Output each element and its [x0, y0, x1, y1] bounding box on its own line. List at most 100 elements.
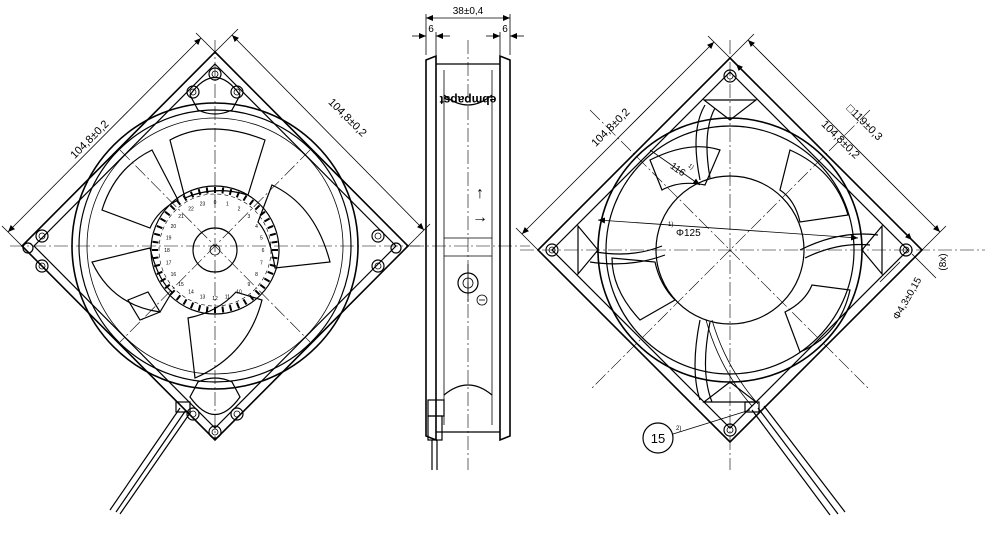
scale-number: 4	[255, 224, 258, 230]
label-tab	[127, 291, 161, 321]
scale-number: 11	[225, 294, 230, 300]
side-view: 38±0,4 6 6 ebmpapst ↑ →	[410, 6, 530, 470]
scale-number: 10	[236, 290, 242, 296]
scale-tick	[153, 263, 161, 268]
scale-tick	[182, 194, 188, 202]
scale-number: 7	[260, 260, 263, 266]
scale-tick	[152, 256, 159, 260]
scale-number: 14	[188, 290, 194, 296]
scale-number: 13	[200, 294, 206, 300]
cable-right	[705, 319, 846, 516]
scale-tick	[271, 240, 278, 244]
scale-number: 20	[171, 224, 177, 230]
svg-text:1): 1)	[668, 222, 673, 228]
scale-tick	[169, 289, 176, 296]
scale-number: 12	[212, 296, 218, 302]
svg-text:116: 116	[668, 161, 688, 179]
rear-blades	[611, 146, 851, 353]
svg-text:(8x): (8x)	[938, 253, 949, 270]
scale-number: 5	[260, 236, 263, 242]
mount-boss-bottom	[186, 377, 244, 439]
svg-text:15: 15	[651, 431, 665, 446]
airflow-arrow-right: →	[472, 209, 488, 226]
scale-tick	[189, 302, 195, 309]
scale-tick	[205, 306, 209, 313]
scale-tick	[159, 217, 167, 223]
scale-tick	[197, 188, 202, 196]
svg-text:2): 2)	[676, 426, 681, 432]
scale-tick	[269, 232, 277, 237]
scale-tick	[221, 187, 225, 194]
scale-tick	[197, 304, 202, 312]
scale-number: 15	[178, 282, 184, 288]
svg-text:104,8±0,2: 104,8±0,2	[589, 106, 632, 149]
svg-text:Φ4,3±0,15: Φ4,3±0,15	[891, 275, 924, 321]
scale-number: 1	[226, 202, 229, 208]
scale-number: 17	[166, 260, 172, 266]
scale-tick	[248, 294, 255, 301]
airflow-arrow-up: ↑	[476, 185, 484, 202]
scale-tick	[152, 240, 159, 244]
scale-tick	[228, 304, 233, 312]
scale-tick	[205, 187, 209, 194]
scale-tick	[175, 294, 182, 301]
scale-number: 3	[248, 214, 251, 220]
svg-text:1): 1)	[687, 163, 695, 171]
svg-text:□119±0,3: □119±0,3	[844, 103, 885, 144]
svg-text:104,8±0,2: 104,8±0,2	[819, 118, 862, 161]
scale-tick	[156, 270, 163, 276]
scale-tick	[156, 224, 163, 230]
scale-tick	[254, 289, 261, 296]
scale-tick	[159, 277, 167, 283]
scale-tick	[254, 204, 261, 211]
scale-tick	[164, 283, 171, 290]
scale-number: 18	[164, 248, 170, 254]
dim-dia125: 1) Φ125	[597, 217, 859, 241]
scale-tick	[153, 232, 161, 237]
scale-tick	[263, 217, 271, 223]
dim-hole: Φ4,3±0,15 (8x)	[879, 253, 949, 322]
scale-tick	[228, 188, 233, 196]
scale-tick	[263, 277, 271, 283]
dim-right-rear: 104,8±0,2	[735, 63, 913, 241]
mount-boss-right	[371, 229, 402, 273]
brand-label: ebmpapst	[440, 93, 497, 107]
scale-number: 9	[248, 282, 251, 288]
scale-number: 6	[262, 248, 265, 254]
scale-tick	[271, 256, 278, 260]
svg-text:Φ125: Φ125	[676, 228, 701, 239]
scale-tick	[169, 204, 176, 211]
scale-number: 21	[178, 214, 184, 220]
fan-ring	[71, 102, 359, 390]
scale-number: 19	[166, 236, 172, 242]
dim-width: 38±0,4	[453, 6, 484, 17]
scale-tick	[189, 191, 195, 198]
scale-tick	[242, 194, 248, 202]
part-balloon: 15 2)	[642, 409, 751, 454]
scale-tick	[182, 298, 188, 306]
scale-tick	[221, 306, 225, 313]
rear-struts	[589, 104, 879, 403]
dim-flange-left: 6	[428, 24, 434, 35]
scale-tick	[242, 298, 248, 306]
scale-number: 8	[255, 272, 258, 278]
svg-text:104,8±0,2: 104,8±0,2	[326, 96, 369, 139]
scale-number: 23	[200, 202, 206, 208]
scale-number: 2	[238, 206, 241, 212]
scale-tick	[175, 199, 182, 206]
scale-tick	[248, 199, 255, 206]
scale-tick	[259, 283, 266, 290]
scale-number: 16	[171, 272, 177, 278]
dim-flange-right: 6	[502, 24, 508, 35]
scale-tick	[235, 302, 241, 309]
scale-tick	[267, 270, 274, 276]
rear-view: □119±0,3 104,8±0,2 104,8±0,2 116 1) 1) Φ…	[515, 33, 985, 516]
scale-number: 0	[214, 200, 217, 206]
scale-tick	[269, 263, 277, 268]
cable-left	[109, 401, 191, 515]
hub	[150, 185, 280, 315]
scale-number: 22	[188, 206, 194, 212]
scale-tick	[267, 224, 274, 230]
